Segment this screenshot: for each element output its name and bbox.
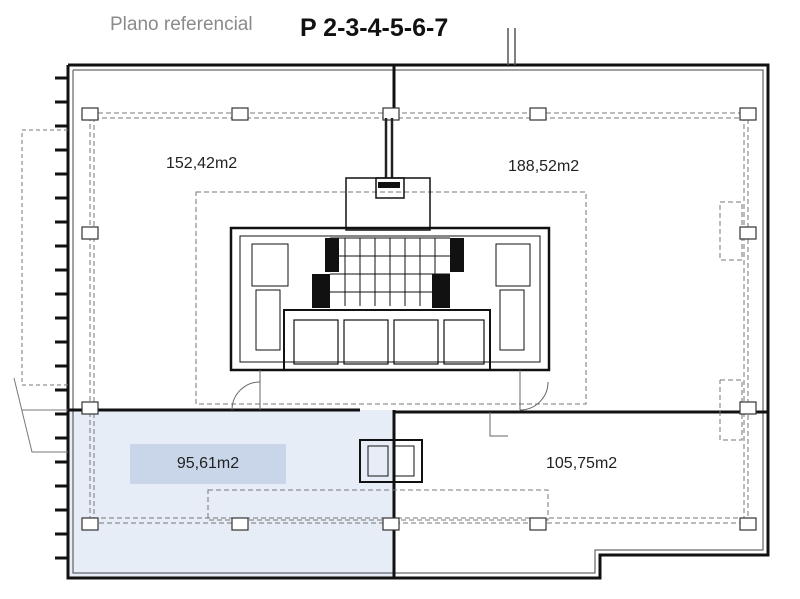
lower-shaft: [359, 439, 423, 483]
unit-area-southeast[interactable]: 105,75m2: [546, 455, 618, 472]
core-solid-walls: [312, 182, 464, 308]
inner-wall-lines: [72, 69, 764, 574]
outer-walls: [66, 63, 770, 580]
unit-area-northwest[interactable]: 152,42m2: [166, 155, 238, 172]
central-core: [229, 177, 551, 372]
structural-grid: [89, 112, 749, 524]
unit-dividers: [68, 65, 768, 578]
unit-area-southwest[interactable]: 95,61m2: [130, 444, 286, 484]
highlighted-unit-fill: [69, 410, 393, 577]
exterior-ramp: [13, 377, 68, 453]
plan-caption: Plano referencial: [110, 14, 253, 35]
facade-fins: [55, 76, 68, 560]
roof-ducts: [507, 28, 516, 65]
service-shaft: [384, 118, 394, 178]
columns: [81, 107, 757, 531]
floors-label: P 2-3-4-5-6-7: [300, 14, 449, 42]
door-swings: [231, 370, 549, 437]
exterior-terrace: [21, 129, 68, 386]
unit-area-northeast[interactable]: 188,52m2: [508, 158, 580, 175]
